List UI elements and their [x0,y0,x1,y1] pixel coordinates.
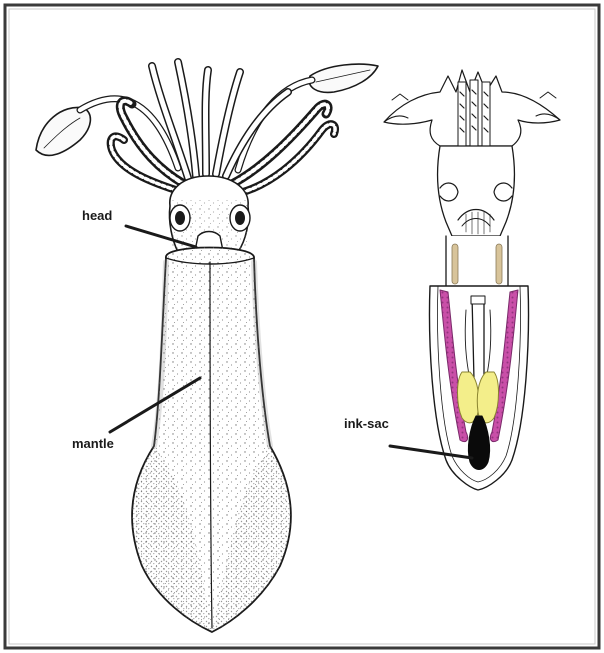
label-mantle: mantle [72,436,114,451]
digestive-gland-right [477,372,498,423]
gonad-band-right [496,244,502,284]
label-ink-sac: ink-sac [344,416,389,431]
internal-eye-right [494,183,512,201]
gonad-band-left [452,244,458,284]
digestive-gland-left [458,372,479,423]
arm-suckers [458,80,490,152]
label-head: head [82,208,112,223]
internal-eye-left [440,183,458,201]
